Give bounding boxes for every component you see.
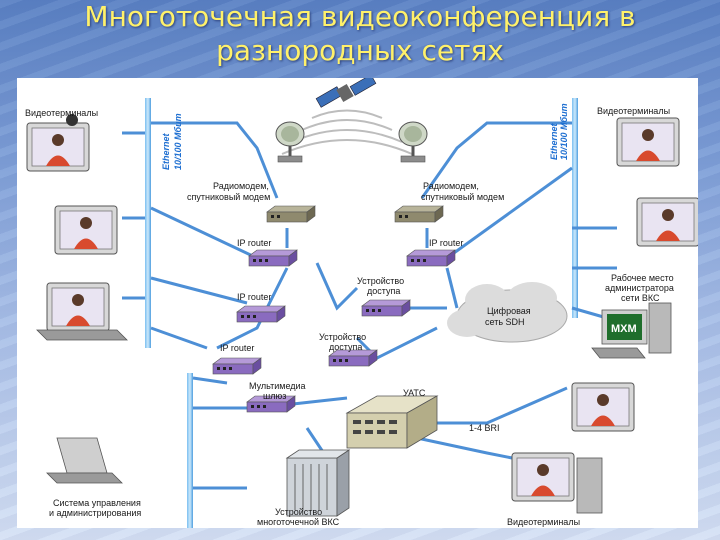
modem-icon-left [266,205,316,223]
access-device-icon-2 [328,349,378,367]
network-diagram: Видеотерминалы Видеотерминалы Видеотерми… [25,78,698,528]
video-terminal-icon-2 [54,205,118,255]
bri-label: 1-4 BRI [469,423,500,433]
mxm-label: MXM [611,323,637,335]
ip-router-icon-1 [248,249,298,267]
admin-place-label-1: Рабочее место [611,273,674,283]
ip-router-icon-4 [212,357,262,375]
ethernet-backbone-left [145,98,151,348]
connection-lines [122,121,617,490]
access-device-label-2b: доступа [329,342,362,352]
satellite-icon [315,78,377,108]
ip-router-icon-3 [236,305,286,323]
ip-router-label-4: IP router [220,343,254,353]
videoterminals-label-bottom: Видеотерминалы [507,517,580,527]
ip-router-label-3: IP router [237,292,271,302]
ethernet-label-right-2: 10/100 Mбит [559,103,569,160]
ip-router-label-1: IP router [237,238,271,248]
sdh-cloud-label-2: сеть SDH [485,317,525,327]
video-terminal-icon-5 [636,197,698,247]
video-terminal-icon-1 [26,122,90,172]
access-device-label-1a: Устройство [357,276,404,286]
management-label-1: Система управления [53,498,141,508]
radiomodem-label-left-2: спутниковый модем [187,192,270,202]
access-device-icon-1 [361,299,411,317]
radiomodem-label-right-1: Радиомодем, [423,181,479,191]
ethernet-label-left-2: 10/100 Mбит [173,113,183,170]
ethernet-backbone-right [572,98,578,318]
videoterminals-label-top-right: Видеотерминалы [597,106,670,116]
mcu-label-1: Устройство [275,507,322,517]
title-line-2: разнородных сетях [216,34,504,67]
video-terminal-icon-3 [36,282,128,341]
pbx-icon [345,395,439,449]
sdh-cloud-icon [447,282,568,343]
radiomodem-label-right-2: спутниковый модем [421,192,504,202]
video-terminal-icon-7 [511,452,603,514]
video-terminal-icon-4 [616,117,680,167]
access-device-label-1b: доступа [367,286,400,296]
ip-router-icon-2 [406,249,456,267]
mcu-icon [285,449,351,517]
sdh-cloud-label-1: Цифровая [487,306,531,316]
admin-place-label-2: администратора [605,283,674,293]
ethernet-label-left-1: Ethernet [161,132,171,170]
ip-router-label-2: IP router [429,238,463,248]
videoterminals-label-top-left: Видеотерминалы [25,108,98,118]
camera-icon [66,114,78,126]
admin-place-label-3: сети ВКС [621,293,660,303]
video-terminal-icon-6 [571,382,635,432]
radiomodem-label-left-1: Радиомодем, [213,181,269,191]
management-label-2: и администрирования [49,508,141,518]
admin-workstation-icon [591,302,672,359]
ethernet-label-right-1: Ethernet [549,122,559,160]
page-title: Многоточечная видеоконференция в разноро… [0,0,720,68]
gateway-label-2: шлюз [263,391,286,401]
diagram-panel: Видеотерминалы Видеотерминалы Видеотерми… [17,78,698,528]
gateway-label-1: Мультимедиа [249,381,306,391]
title-line-1: Многоточечная видеоконференция в [84,0,636,33]
pbx-label: УАТС [403,388,426,398]
mcu-label-2: многоточечной ВКС [257,517,340,527]
access-device-label-2a: Устройство [319,332,366,342]
satellite-dish-icon-right [397,120,429,164]
modem-icon-right [394,205,444,223]
satellite-dish-icon-left [274,120,306,164]
management-laptop-icon [46,437,123,484]
backbone-bottom [187,373,193,528]
